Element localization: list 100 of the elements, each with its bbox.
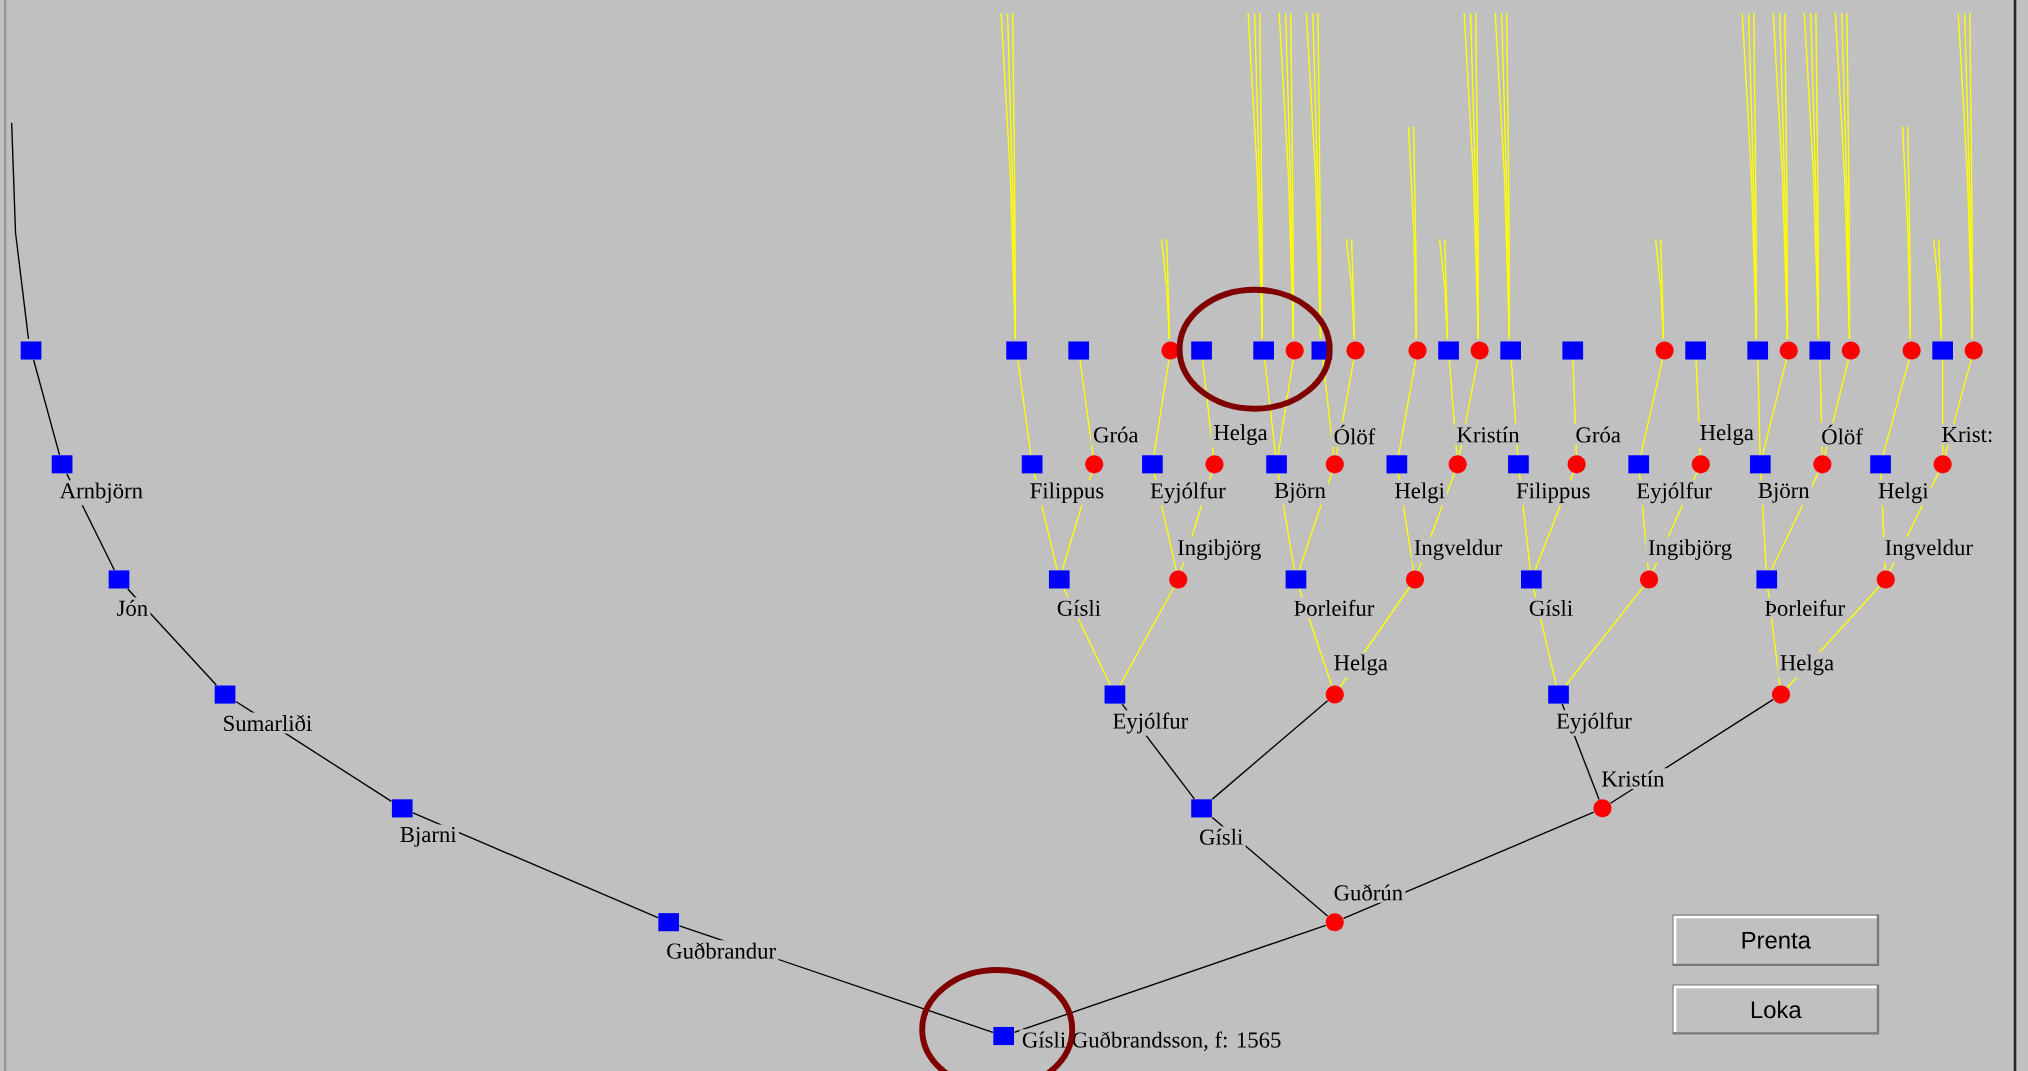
family-line xyxy=(1211,700,1329,800)
male-square xyxy=(993,1027,1014,1046)
name-label: Þorleifur xyxy=(1762,597,1848,619)
name-label: Eyjólfur xyxy=(1147,480,1228,506)
male-square xyxy=(1285,570,1307,589)
female-dot xyxy=(1813,455,1832,474)
female-dot xyxy=(1655,341,1674,360)
female-dot xyxy=(1964,341,1983,360)
male-square xyxy=(1438,341,1459,360)
male-square xyxy=(1747,341,1769,360)
name-label: Helga xyxy=(1777,652,1837,678)
male-square xyxy=(108,570,130,589)
male-square xyxy=(1749,455,1771,474)
name-label: Ingibjörg xyxy=(1645,537,1735,563)
name-label: Ólöf xyxy=(1331,422,1378,447)
name-label: Krist: xyxy=(1939,424,1996,445)
male-square xyxy=(1500,341,1521,360)
family-line xyxy=(1277,359,1294,456)
name-label: Helga xyxy=(1211,422,1270,448)
family-line xyxy=(1264,359,1277,456)
male-square xyxy=(1756,570,1778,589)
male-square xyxy=(1548,685,1569,704)
name-label: Guðbrandur xyxy=(663,940,779,962)
family-line xyxy=(1153,359,1170,456)
name-label: Eyjólfur xyxy=(1110,710,1191,736)
female-dot xyxy=(1169,570,1188,589)
male-square xyxy=(1142,455,1163,474)
family-line xyxy=(1757,359,1761,456)
family-line xyxy=(1017,359,1032,456)
family-line xyxy=(1762,359,1788,456)
male-square xyxy=(1386,455,1408,474)
female-dot xyxy=(1933,455,1952,474)
female-dot xyxy=(1841,341,1860,360)
male-square xyxy=(1048,570,1070,589)
name-label: Sumarliði xyxy=(220,712,315,734)
family-line xyxy=(1079,359,1094,456)
name-label: Eyjólfur xyxy=(1553,710,1635,736)
family-line xyxy=(412,812,659,919)
female-dot xyxy=(1161,341,1180,360)
male-square xyxy=(1562,341,1584,360)
button: Prenta xyxy=(1672,914,1880,967)
family-line xyxy=(1397,359,1417,456)
male-square xyxy=(51,455,73,474)
female-dot xyxy=(1405,570,1424,589)
female-dot xyxy=(1593,799,1612,818)
name-label: Helgi xyxy=(1392,480,1448,506)
male-square xyxy=(1628,455,1650,474)
female-dot xyxy=(1325,913,1344,932)
name-label: Gróa xyxy=(1573,424,1624,445)
female-dot xyxy=(1448,455,1467,474)
name-label: Gróa xyxy=(1090,424,1141,445)
name-label: Filippus xyxy=(1027,480,1107,506)
female-dot xyxy=(1205,455,1224,474)
name-label: Arnbjörn xyxy=(57,480,146,506)
name-label: Kristín xyxy=(1454,424,1522,445)
male-square xyxy=(1266,455,1287,474)
female-dot xyxy=(1640,570,1659,589)
female-dot xyxy=(1285,341,1304,360)
name-label: Helga xyxy=(1697,422,1757,448)
male-square xyxy=(1104,685,1126,704)
family-line xyxy=(32,359,61,456)
female-dot xyxy=(1325,455,1344,474)
name-label: Eyjólfur xyxy=(1634,480,1715,506)
family-line xyxy=(1640,359,1664,456)
male-square xyxy=(391,799,413,818)
name-label: Helga xyxy=(1331,652,1391,678)
male-square xyxy=(214,685,236,704)
family-line xyxy=(1882,359,1910,456)
male-square xyxy=(1021,455,1043,474)
name-label: Ingibjörg xyxy=(1174,537,1264,563)
name-label: Helgi xyxy=(1875,480,1931,506)
female-dot xyxy=(1902,341,1921,360)
name-label: Filippus xyxy=(1513,480,1593,506)
male-square xyxy=(1870,455,1891,474)
female-dot xyxy=(1085,455,1104,474)
family-line xyxy=(1342,811,1595,920)
name-label: Jón xyxy=(114,597,151,619)
male-square xyxy=(1006,341,1027,360)
male-square xyxy=(20,341,42,360)
name-label: Kristín xyxy=(1599,768,1667,789)
male-square xyxy=(1191,799,1212,818)
male-square xyxy=(1809,341,1831,360)
male-square xyxy=(1932,341,1953,360)
female-dot xyxy=(1771,685,1791,704)
female-dot xyxy=(1779,341,1798,360)
female-dot xyxy=(1691,455,1710,474)
male-square xyxy=(1521,570,1542,589)
family-line xyxy=(1119,587,1175,686)
male-square xyxy=(1253,341,1274,360)
name-label: Ingveldur xyxy=(1411,537,1505,563)
male-square xyxy=(1508,455,1529,474)
family-line xyxy=(1013,924,1327,1033)
male-square xyxy=(658,913,680,932)
male-square xyxy=(1685,341,1706,360)
female-dot xyxy=(1876,570,1895,589)
female-dot xyxy=(1325,685,1344,704)
family-line xyxy=(1565,586,1644,686)
name-label: Guðrún xyxy=(1331,882,1406,903)
name-label: Gísli Guðbrandsson, f: 1565 xyxy=(1019,1029,1284,1054)
male-square xyxy=(1068,341,1090,360)
